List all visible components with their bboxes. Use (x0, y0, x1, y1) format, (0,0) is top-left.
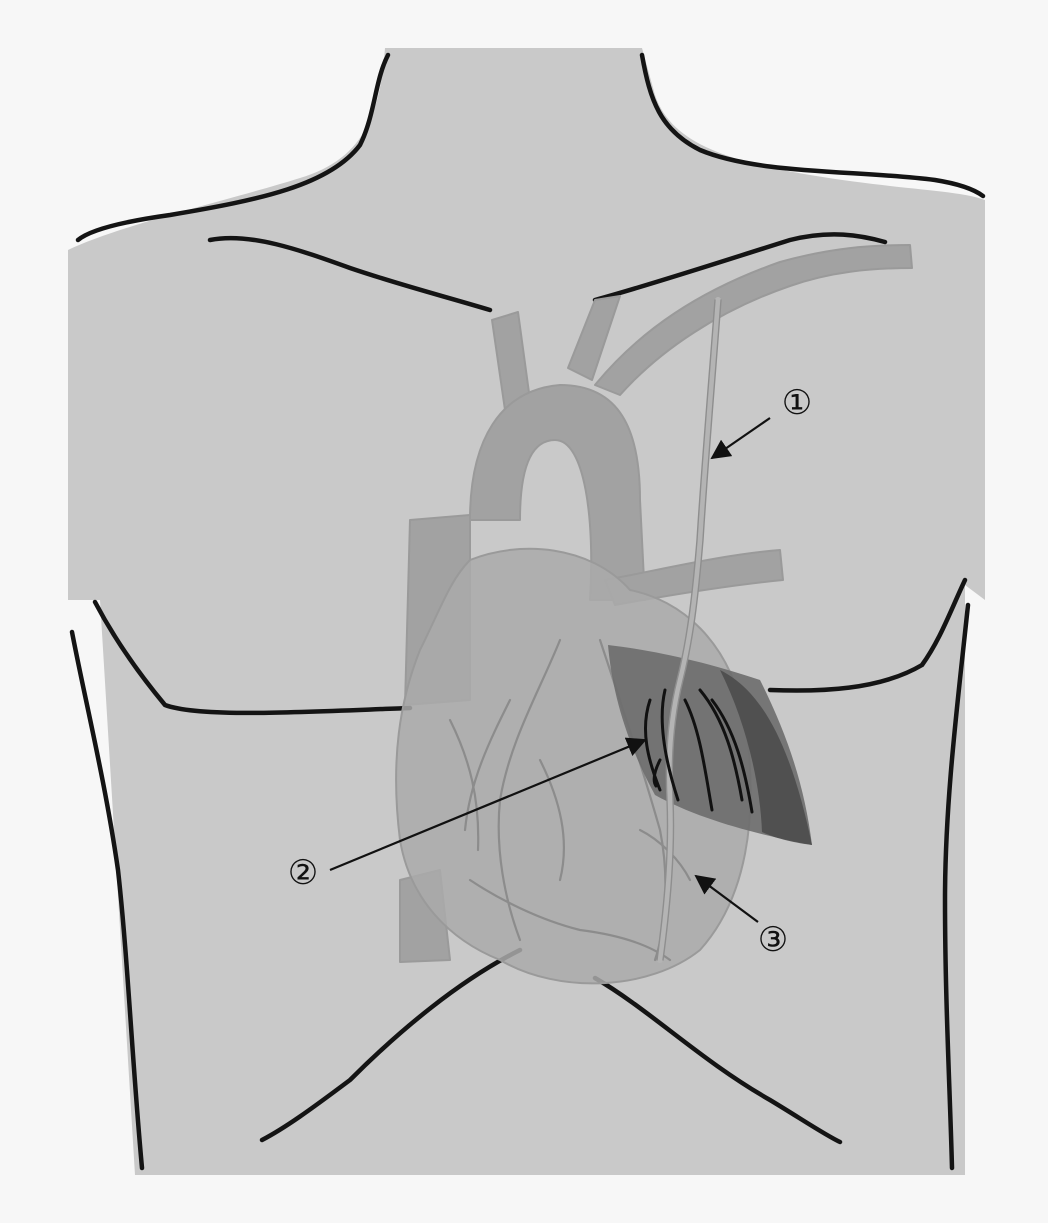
callout-2: ② (288, 853, 318, 893)
callout-2-label: ② (288, 853, 318, 893)
callout-1: ① (782, 383, 812, 423)
callout-3: ③ (758, 920, 788, 960)
callout-1-label: ① (782, 383, 812, 423)
callout-3-label: ③ (758, 920, 788, 960)
